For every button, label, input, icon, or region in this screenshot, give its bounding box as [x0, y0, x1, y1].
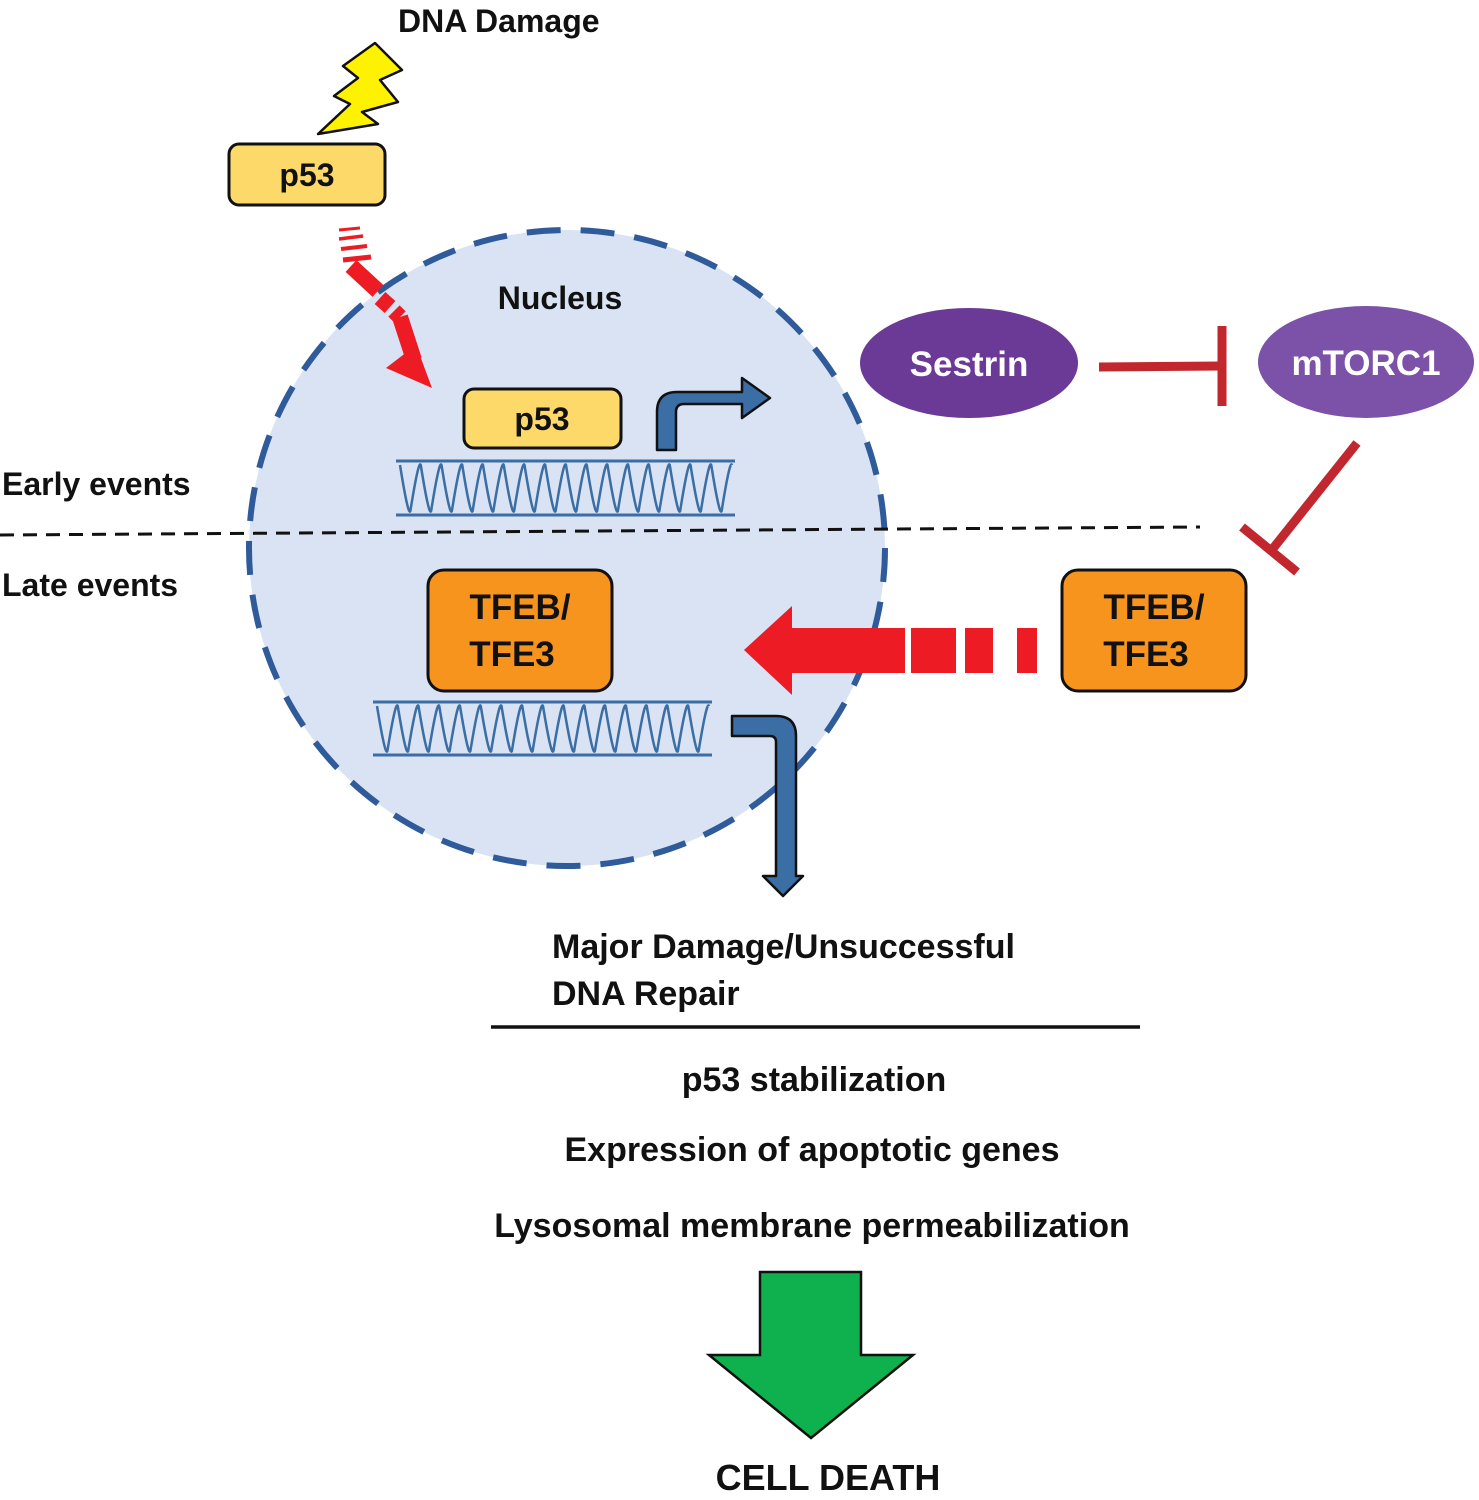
tfeb-translocation-arrow: [744, 606, 1037, 695]
early-transcription-arrow: [655, 376, 772, 452]
outcome-line1: Major Damage/Unsuccessful: [552, 928, 1015, 966]
lightning-bolt-icon: [316, 41, 404, 136]
nucleus: [246, 227, 888, 869]
tfeb-cytoplasm-line2: TFE3: [1103, 635, 1189, 674]
cell-death-label: CELL DEATH: [716, 1457, 941, 1498]
step-lysosomal-permeabilization: Lysosomal membrane permeabilization: [494, 1207, 1130, 1245]
step-p53-stabilization: p53 stabilization: [682, 1061, 947, 1099]
tfeb-cytoplasm-box: [1060, 568, 1248, 693]
early-dna-helix: [396, 459, 735, 517]
mtorc1-node: [1258, 306, 1474, 418]
cell-death-arrow: [705, 1270, 917, 1440]
p53-cytoplasm-label: p53: [279, 157, 334, 193]
early-events-label: Early events: [2, 466, 191, 502]
p53-nucleus-box: [462, 387, 623, 450]
p53-nucleus-label: p53: [514, 401, 569, 437]
sestrin-node: [860, 308, 1078, 418]
mtorc1-inhibits-tfeb-line: [1267, 440, 1361, 554]
mtorc1-inhibits-tfeb-bar: [1239, 523, 1300, 576]
tfeb-cytoplasm-line1: TFEB/: [1103, 588, 1204, 627]
dna-damage-label: DNA Damage: [398, 3, 600, 39]
nucleus-label: Nucleus: [498, 280, 622, 316]
p53-cytoplasm-box: [227, 142, 387, 207]
late-dna-helix: [373, 700, 712, 757]
p53-translocation-arrow-shaft: [392, 314, 422, 363]
timeline-separator: [0, 525, 1201, 537]
tfeb-nucleus-line1: TFEB/: [469, 588, 570, 627]
tfeb-nucleus-line2: TFE3: [469, 635, 555, 674]
sestrin-inhibits-mtorc1-line: [1098, 361, 1223, 372]
p53-translocation-arrowhead: [386, 345, 432, 388]
sestrin-label: Sestrin: [910, 345, 1029, 384]
mtorc1-label: mTORC1: [1291, 344, 1440, 383]
late-transcription-arrow: [730, 714, 805, 898]
late-events-label: Late events: [2, 567, 178, 603]
p53-translocation-arrow: [338, 226, 406, 323]
step-apoptotic-genes: Expression of apoptotic genes: [565, 1131, 1060, 1169]
outcome-line2: DNA Repair: [552, 975, 740, 1013]
tfeb-nucleus-box: [426, 568, 614, 693]
